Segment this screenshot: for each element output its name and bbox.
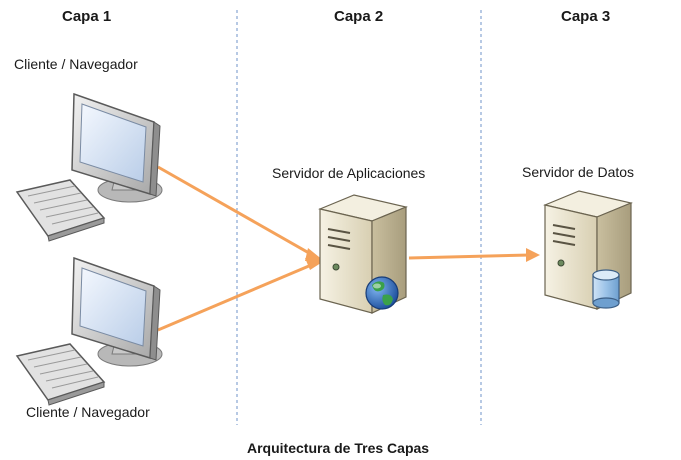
server-database-icon [543, 190, 633, 310]
arrow-heads [305, 248, 540, 270]
server-globe-icon [318, 194, 408, 314]
layer-3-title: Capa 3 [561, 8, 611, 25]
arrow-client-top-to-app-server [157, 165, 317, 259]
client-top-label: Cliente / Navegador [14, 56, 138, 72]
layer-2-title: Capa 2 [334, 8, 384, 25]
desktop-computer-icon [15, 256, 163, 406]
arrow-head-2 [305, 258, 324, 270]
data-server-label: Servidor de Datos [522, 164, 635, 180]
globe-icon [365, 276, 399, 310]
client-bottom-label: Cliente / Navegador [26, 404, 150, 420]
database-icon [592, 269, 620, 309]
arrow-head-3 [526, 248, 540, 262]
desktop-computer-icon [15, 92, 163, 242]
layer-1-title: Capa 1 [62, 8, 112, 25]
arrow-client-bottom-to-app-server [157, 261, 317, 332]
diagram-caption: Arquitectura de Tres Capas [247, 440, 430, 456]
arrow-app-server-to-data-server [408, 253, 531, 260]
connection-arrows [157, 165, 531, 332]
app-server-label: Servidor de Aplicaciones [272, 165, 426, 181]
arrow-head-1 [305, 248, 324, 261]
